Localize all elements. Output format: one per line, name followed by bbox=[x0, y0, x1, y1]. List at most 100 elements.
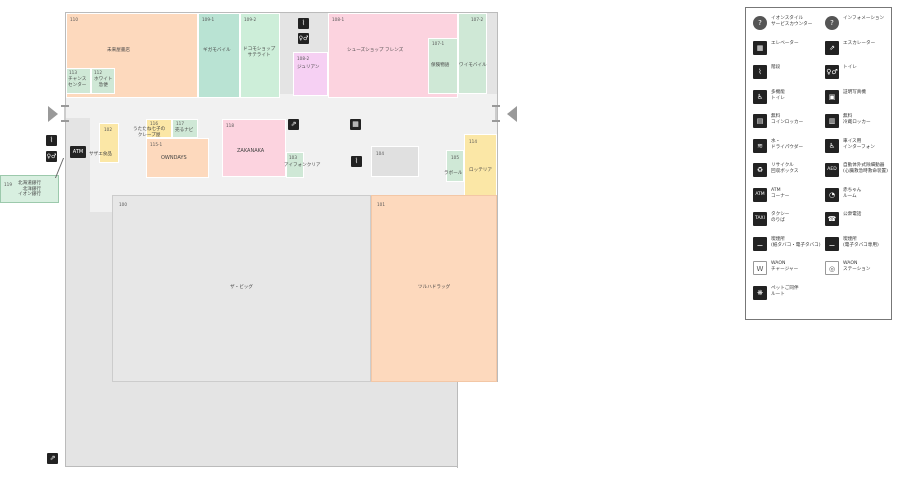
stairs-icon[interactable]: ⌇ bbox=[46, 135, 57, 146]
legend-item: ♻リサイクル 回収ボックス bbox=[753, 160, 825, 182]
store-number: 115-1 bbox=[150, 142, 163, 147]
cold-locker-icon: ▥ bbox=[825, 114, 839, 128]
legend-label: ATM コーナー bbox=[771, 187, 790, 199]
legend-label: 喫煙所 (紙タバコ・電子タバコ) bbox=[771, 236, 821, 248]
pet-route-icon: ❋ bbox=[753, 285, 767, 300]
store-112[interactable]: 112 ホワイト 急便 bbox=[91, 68, 115, 94]
taxi-icon: TAXI bbox=[753, 212, 767, 226]
store-name: 北海道銀行 北洋銀行 イオン銀行 bbox=[18, 181, 41, 198]
legend-item: ♀♂トイレ bbox=[825, 62, 897, 84]
entrance-arrow-left bbox=[48, 105, 69, 122]
toilet-icon[interactable]: ♀♂ bbox=[298, 33, 309, 44]
escalator-icon[interactable]: ⇗ bbox=[288, 119, 299, 130]
store-number: 103 bbox=[289, 155, 297, 160]
legend-item: W WAON チャージャー bbox=[753, 258, 825, 280]
store-name: ZAKANAKA bbox=[237, 148, 265, 154]
store-name: ツルハドラッグ bbox=[418, 285, 451, 290]
store-name: ホワイト 急便 bbox=[94, 77, 113, 88]
store-number: 110 bbox=[70, 17, 78, 22]
smoking-icon: ⚊ bbox=[753, 236, 767, 251]
id-photo-icon: ▣ bbox=[825, 89, 839, 104]
store-116[interactable]: 116 bbox=[146, 119, 172, 138]
store-102[interactable]: 102 bbox=[99, 123, 119, 163]
store-109-2[interactable]: 109-2 ドコモショップ サテライト bbox=[240, 13, 280, 98]
store-name: ロッテリア bbox=[469, 168, 492, 173]
store-116-name: うたたね七子の クレープ屋 bbox=[133, 127, 166, 138]
store-115-1[interactable]: 115-1 OWNDAYS bbox=[146, 138, 209, 178]
atm-icon[interactable]: ATM bbox=[70, 146, 86, 158]
legend-label: トイレ bbox=[843, 65, 857, 70]
store-118[interactable]: 118 ZAKANAKA bbox=[222, 119, 286, 177]
legend-label: 多機能 トイレ bbox=[771, 89, 785, 101]
store-name: ジュリアン bbox=[297, 65, 320, 70]
store-number: 114 bbox=[469, 139, 477, 144]
store-number: 107-1 bbox=[432, 41, 445, 46]
toilet-icon[interactable]: ♀♂ bbox=[46, 151, 57, 162]
legend-label: 階段 bbox=[771, 65, 781, 70]
store-number: 104 bbox=[376, 151, 384, 156]
stairs-icon[interactable]: ⌇ bbox=[351, 156, 362, 167]
legend-label: リサイクル 回収ボックス bbox=[771, 163, 799, 174]
store-name: 売るナビ bbox=[175, 128, 194, 133]
elevator-icon[interactable]: ▦ bbox=[350, 119, 361, 130]
legend-item: ▥ 無料 冷蔵ロッカー bbox=[825, 111, 897, 133]
store-109-1[interactable]: 109-1 ギガモバイル bbox=[198, 13, 240, 98]
escalator-icon[interactable]: ⇗ bbox=[47, 453, 58, 464]
legend-label: 自動体外式除細動器 (心臓救急時救命装置) bbox=[843, 163, 888, 174]
bank-119-box[interactable]: 119 北海道銀行 北洋銀行 イオン銀行 bbox=[0, 175, 59, 203]
floor-notch bbox=[457, 382, 500, 468]
store-number: 105 bbox=[451, 155, 459, 160]
store-name: ザ・ビッグ bbox=[230, 285, 253, 290]
legend-item: ▦ エレベーター bbox=[753, 38, 825, 60]
legend-label: 車イス用 インターフォン bbox=[843, 138, 875, 150]
store-name: ドコモショップ サテライト bbox=[243, 47, 276, 58]
legend-item: ▣ 証明写真機 bbox=[825, 87, 897, 109]
legend-label: イオンスタイル サービスカウンター bbox=[771, 16, 813, 27]
store-107-1[interactable]: 107-1 保険物語 bbox=[428, 38, 458, 94]
atm-icon: ATM bbox=[753, 187, 767, 202]
store-100[interactable]: 100 ザ・ビッグ bbox=[112, 195, 371, 382]
store-name: シューズショップ フレンズ bbox=[347, 48, 404, 53]
legend-label: 赤ちゃん ルーム bbox=[843, 187, 862, 199]
store-104[interactable]: 104 bbox=[371, 146, 419, 177]
legend-item: ♿車イス用 インターフォン bbox=[825, 136, 897, 158]
store-105[interactable]: 105 bbox=[446, 150, 464, 182]
store-name: 保険物語 bbox=[431, 63, 450, 68]
legend-item: ?イオンスタイル サービスカウンター bbox=[753, 13, 825, 35]
store-103[interactable]: 103 bbox=[286, 152, 304, 178]
store-name: ギガモバイル bbox=[203, 48, 231, 53]
legend-label: 無料 冷蔵ロッカー bbox=[843, 114, 871, 125]
legend-item: ⌇階段 bbox=[753, 62, 825, 84]
legend-label: インフォメーション bbox=[843, 16, 885, 21]
store-number: 112 bbox=[94, 70, 102, 75]
store-105-name: ラボール bbox=[444, 171, 463, 176]
legend-item: ?インフォメーション bbox=[825, 13, 897, 35]
legend-item: ≋ 水・ ドライパウダー bbox=[753, 136, 825, 158]
water-icon: ≋ bbox=[753, 138, 767, 153]
store-number: 113 bbox=[69, 70, 77, 75]
baby-room-icon: ◔ bbox=[825, 187, 839, 202]
legend-label: ペットご同伴 ルート bbox=[771, 285, 799, 297]
phone-icon: ☎ bbox=[825, 212, 839, 226]
store-103-name: アイフォンクリア bbox=[284, 163, 321, 168]
store-107-2[interactable]: 107-2 ワイモバイル bbox=[458, 13, 487, 94]
waon-charger-icon: W bbox=[753, 261, 767, 275]
stairs-icon[interactable]: ⌇ bbox=[298, 18, 309, 29]
store-113[interactable]: 113 チャンス センター bbox=[66, 68, 91, 94]
store-101[interactable]: 101 ツルハドラッグ bbox=[371, 195, 497, 382]
legend-label: 証明写真機 bbox=[843, 89, 866, 95]
store-number: 119 bbox=[4, 182, 12, 187]
legend-label: 水・ ドライパウダー bbox=[771, 138, 804, 150]
store-number: 107-2 bbox=[471, 17, 484, 22]
legend-item: ◎WAON ステーション bbox=[825, 258, 897, 280]
legend-label: WAON チャージャー bbox=[771, 261, 799, 272]
legend-label: 喫煙所 (電子タバコ専用) bbox=[843, 236, 879, 248]
legend-label: エスカレーター bbox=[843, 40, 876, 46]
store-name: ワイモバイル bbox=[459, 63, 487, 68]
store-117[interactable]: 117 売るナビ bbox=[172, 119, 198, 138]
store-108-2[interactable]: 108-2 ジュリアン bbox=[293, 52, 328, 96]
legend-label: エレベーター bbox=[771, 40, 799, 46]
corridor-left bbox=[66, 94, 90, 118]
e-smoking-icon: ⚊ bbox=[825, 236, 839, 251]
elevator-icon: ▦ bbox=[753, 40, 767, 55]
